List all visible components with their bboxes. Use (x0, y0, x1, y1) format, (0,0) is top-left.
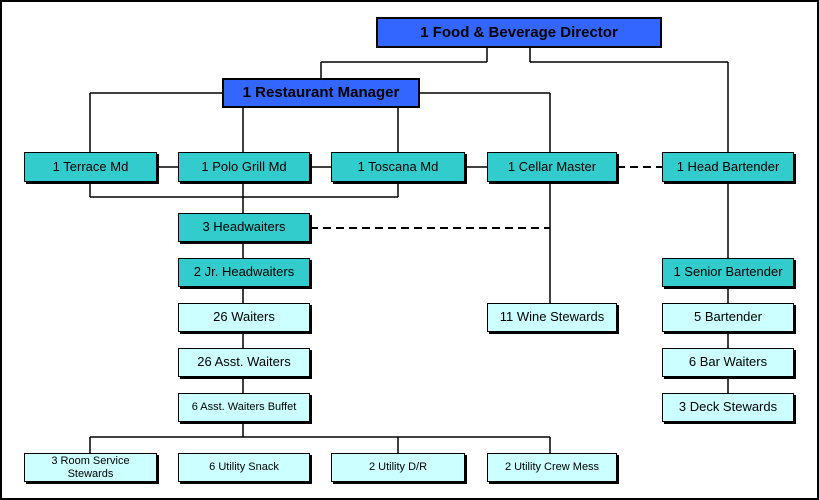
jr-headwaiters-box: 2 Jr. Headwaiters (178, 258, 310, 287)
wine-stewards-box: 11 Wine Stewards (487, 303, 617, 332)
utility-snack-box: 6 Utility Snack (178, 453, 310, 482)
food-beverage-director-box: 1 Food & Beverage Director (376, 17, 662, 48)
cellar-master-box: 1 Cellar Master (487, 152, 617, 182)
deck-stewards-box: 3 Deck Stewards (662, 393, 794, 422)
asst-waiters-buffet-box: 6 Asst. Waiters Buffet (178, 393, 310, 422)
polo-grill-md-box: 1 Polo Grill Md (178, 152, 310, 182)
toscana-md-box: 1 Toscana Md (331, 152, 465, 182)
headwaiters-box: 3 Headwaiters (178, 213, 310, 242)
asst-waiters-box: 26 Asst. Waiters (178, 348, 310, 377)
utility-crew-mess-box: 2 Utility Crew Mess (487, 453, 617, 482)
room-service-stewards-box: 3 Room Service Stewards (24, 453, 157, 482)
senior-bartender-box: 1 Senior Bartender (662, 258, 794, 287)
bartender-box: 5 Bartender (662, 303, 794, 332)
head-bartender-box: 1 Head Bartender (662, 152, 794, 182)
restaurant-manager-box: 1 Restaurant Manager (222, 78, 420, 108)
bar-waiters-box: 6 Bar Waiters (662, 348, 794, 377)
utility-dr-box: 2 Utility D/R (331, 453, 465, 482)
waiters-box: 26 Waiters (178, 303, 310, 332)
terrace-md-box: 1 Terrace Md (24, 152, 157, 182)
